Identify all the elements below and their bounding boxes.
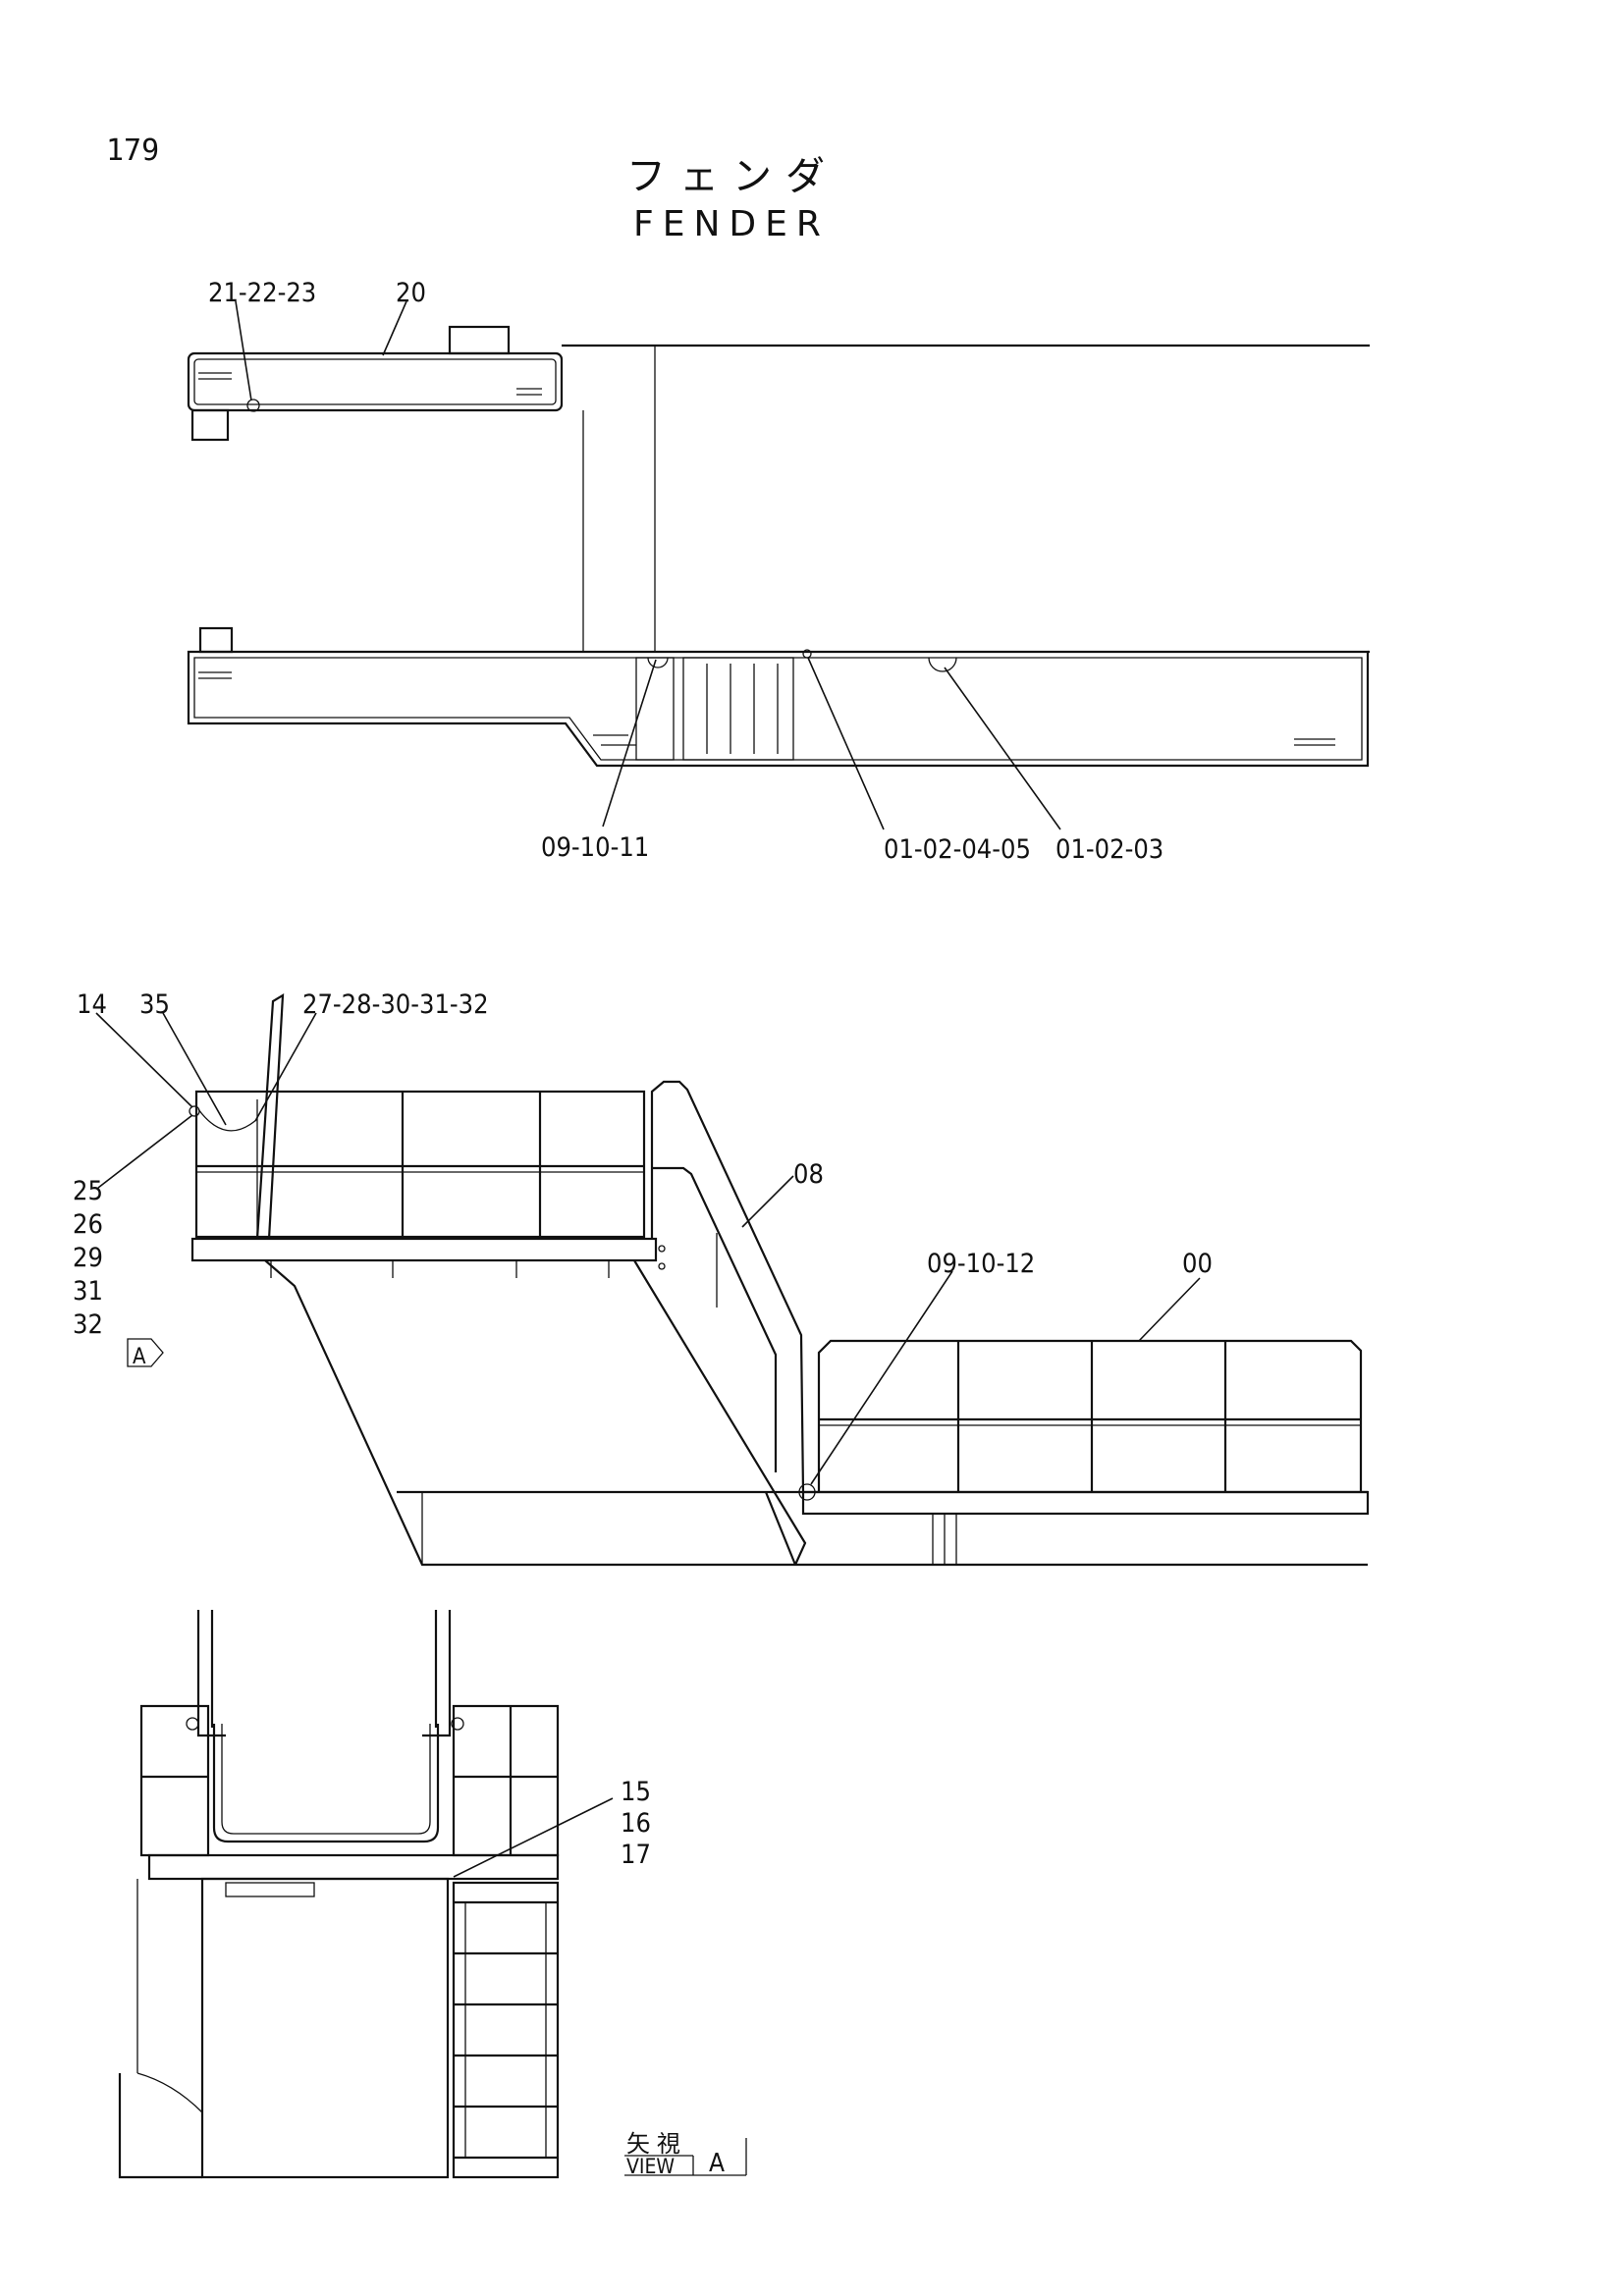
- leader-27-28-30-31-32: [254, 1012, 317, 1122]
- callout-16: 16: [621, 1808, 651, 1839]
- callout-17: 17: [621, 1840, 651, 1870]
- callout-27-28-30-31-32: 27-28-30-31-32: [302, 989, 489, 1020]
- callout-35: 35: [139, 989, 170, 1020]
- callout-21-22-23: 21-22-23: [208, 278, 316, 308]
- title-english: FENDER: [633, 204, 830, 244]
- svg-text:A: A: [133, 1345, 146, 1369]
- callout-14: 14: [77, 989, 107, 1020]
- callout-29: 29: [73, 1243, 103, 1273]
- callout-09-10-11: 09-10-11: [541, 832, 649, 863]
- leader-09-10-11: [602, 659, 657, 828]
- leader-09-10-12: [810, 1270, 953, 1485]
- title-japanese: フェンダ: [626, 154, 839, 199]
- leader-21-22-23: [235, 300, 252, 401]
- view-a-kanji: 矢 視: [626, 2130, 680, 2158]
- view-a-caption: 矢 視 VIEW A: [624, 2130, 747, 2178]
- page-number: 179: [106, 133, 159, 168]
- leader-14: [95, 1012, 193, 1108]
- top-view-drawing: [187, 325, 1370, 768]
- callout-15: 15: [621, 1777, 651, 1807]
- view-a-drawing: [118, 1610, 560, 2179]
- leader-15-16-17: [453, 1797, 614, 1878]
- callout-01-02-04-05: 01-02-04-05: [884, 834, 1031, 865]
- callout-09-10-12: 09-10-12: [927, 1249, 1035, 1279]
- callout-08: 08: [793, 1159, 824, 1190]
- callout-25: 25: [73, 1176, 103, 1206]
- view-a-prefix: VIEW: [626, 2155, 675, 2178]
- callout-31: 31: [73, 1276, 103, 1307]
- leader-01-02-04-05: [807, 657, 885, 830]
- callout-20: 20: [396, 278, 426, 308]
- leader-20: [382, 300, 407, 356]
- callout-32: 32: [73, 1309, 103, 1340]
- callout-00: 00: [1182, 1249, 1213, 1279]
- leader-00: [1138, 1277, 1201, 1342]
- leader-08: [741, 1175, 794, 1228]
- view-a-letter: A: [709, 2149, 725, 2178]
- leader-35: [162, 1012, 227, 1126]
- callout-26: 26: [73, 1209, 103, 1240]
- leader-01-02-03: [944, 667, 1061, 830]
- callout-01-02-03: 01-02-03: [1055, 834, 1163, 865]
- view-a-direction-marker: A: [127, 1338, 164, 1369]
- side-view-drawing: [189, 992, 1370, 1567]
- leader-25: [97, 1114, 193, 1189]
